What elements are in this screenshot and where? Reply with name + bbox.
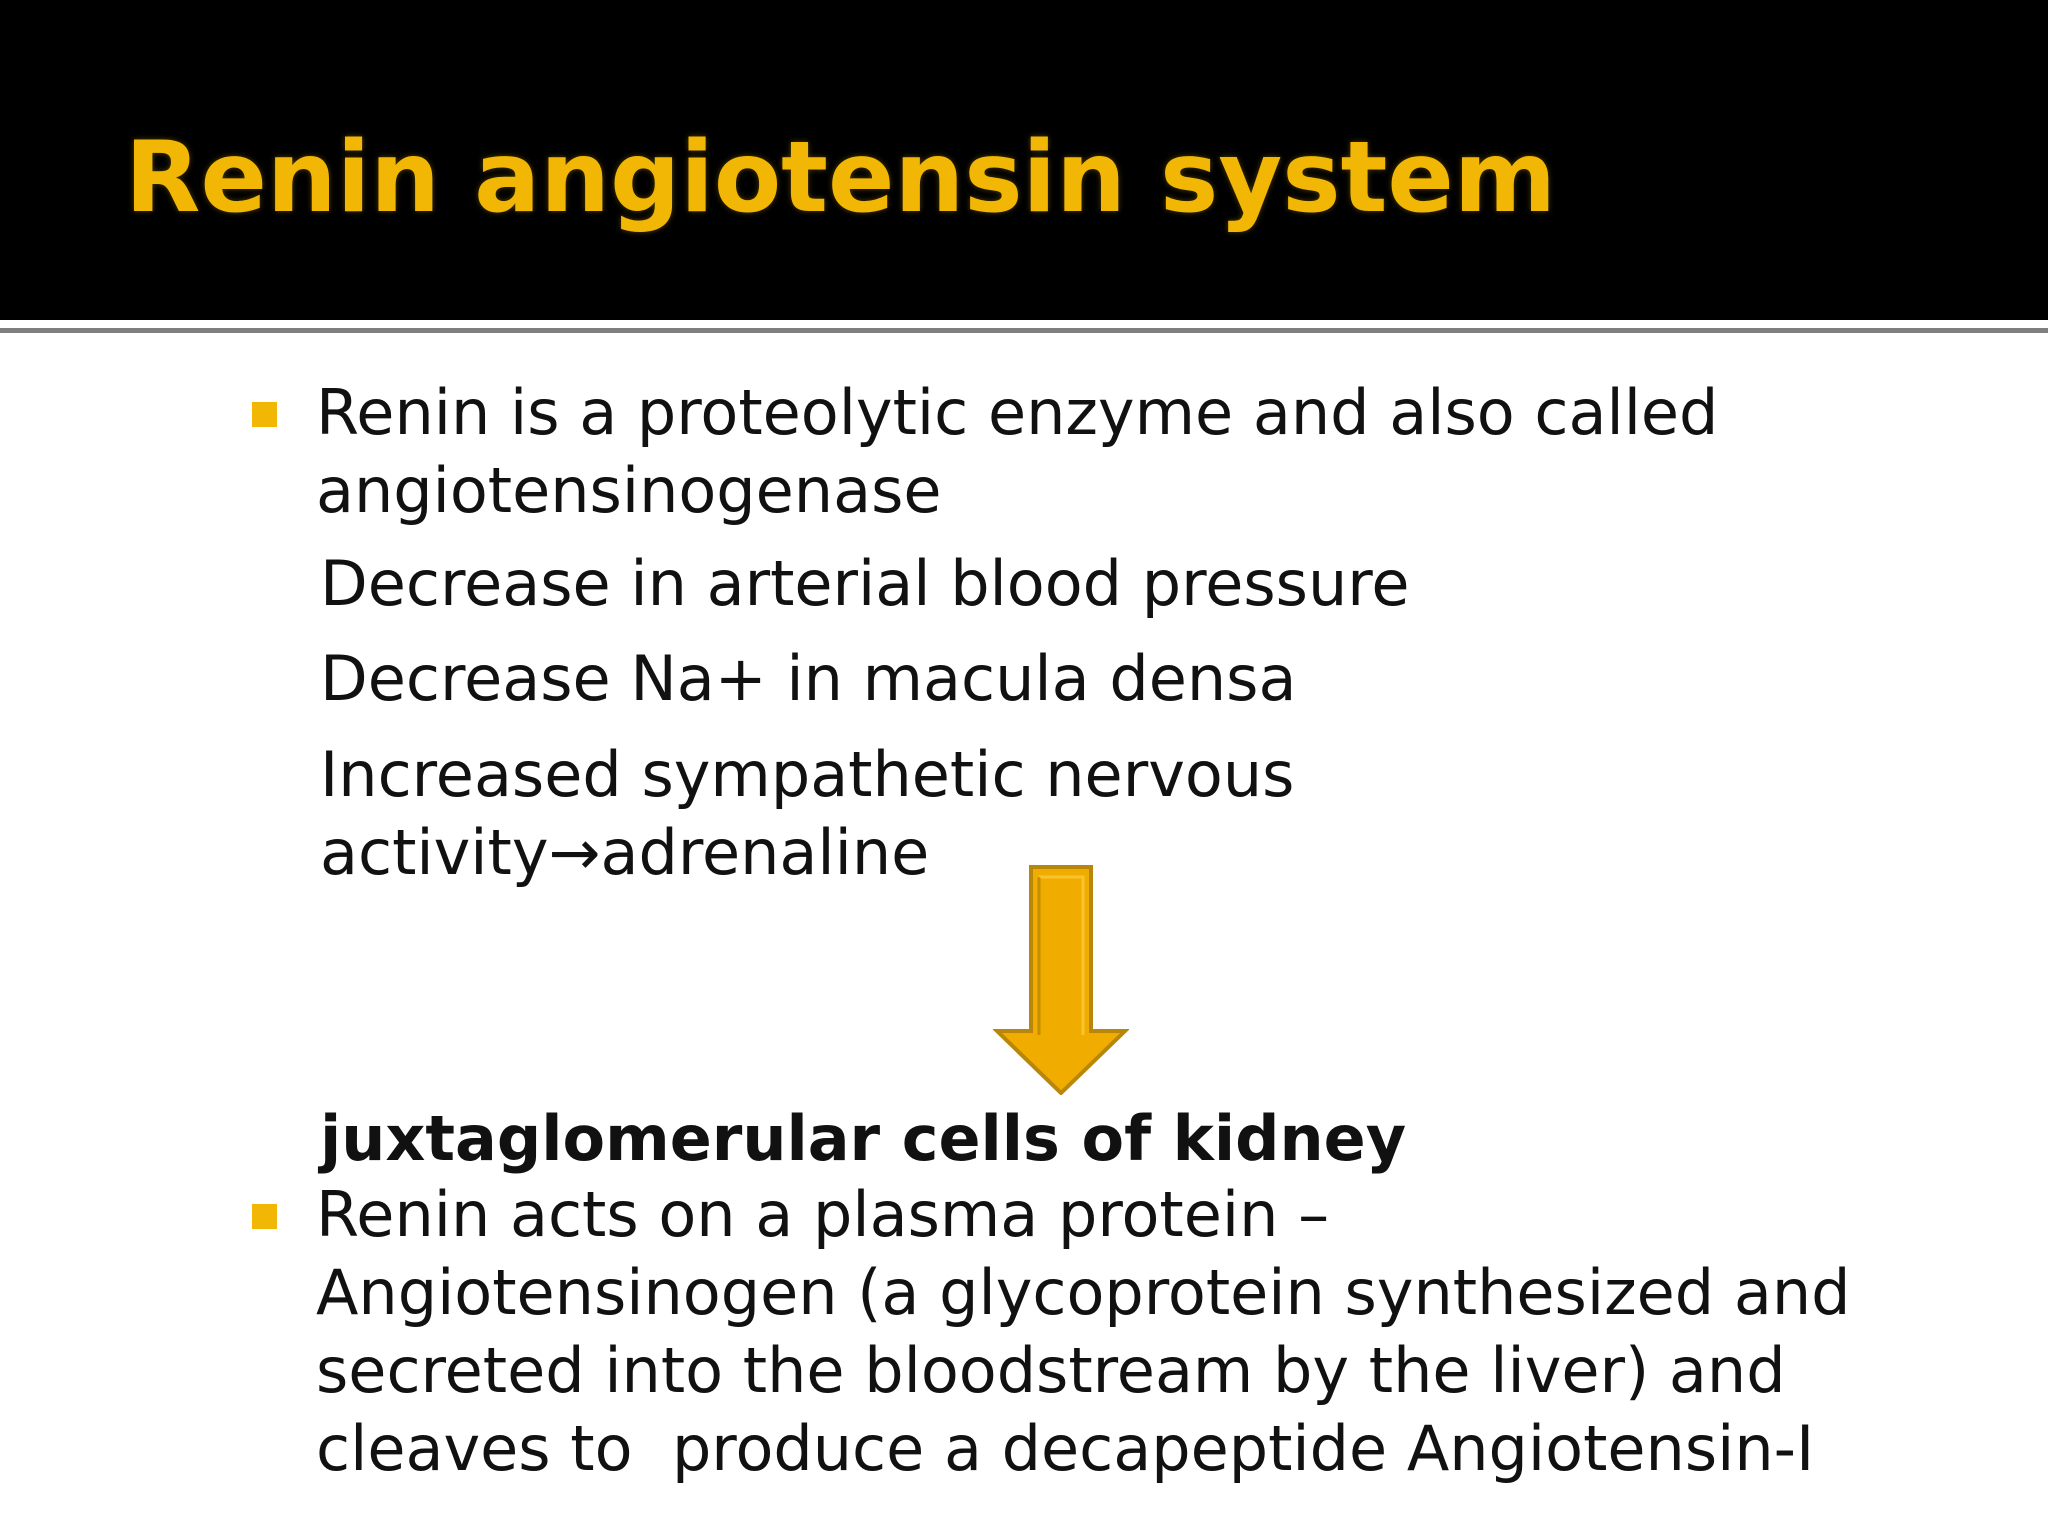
target-juxtaglomerular: juxtaglomerular cells of kidney [320,1102,1407,1175]
divider-white [0,320,2048,326]
right-arrow-icon: → [548,816,601,889]
sympathetic-line-2: activity→adrenaline [320,814,1294,892]
trigger-blood-pressure: Decrease in arterial blood pressure [320,547,1410,620]
renin-action-line-4: cleaves to produce a decapeptide Angiote… [316,1412,1815,1485]
renin-action-line-3: secreted into the bloodstream by the liv… [316,1334,1786,1407]
bullet-renin-definition: Renin is a proteolytic enzyme and also c… [316,374,1718,530]
title-bar: Renin angiotensin system [0,0,2048,320]
renin-action-line-2: Angiotensinogen (a glycoprotein synthesi… [316,1256,1851,1329]
down-arrow-icon [993,865,1129,1095]
bullet-renin-action: Renin acts on a plasma protein – Angiote… [316,1176,1850,1488]
sympathetic-line-1: Increased sympathetic nervous [320,738,1295,811]
sympathetic-activity: activity [320,816,549,889]
sympathetic-adrenaline: adrenaline [600,816,930,889]
divider-gray [0,328,2048,333]
bullet-renin-line-2: angiotensinogenase [316,454,942,527]
square-bullet-icon [252,1204,277,1229]
trigger-sympathetic: Increased sympathetic nervous activity→a… [320,736,1294,892]
slide-title: Renin angiotensin system [125,121,1557,235]
trigger-macula-densa: Decrease Na+ in macula densa [320,642,1297,715]
bullet-renin-line-1: Renin is a proteolytic enzyme and also c… [316,376,1719,449]
square-bullet-icon [252,402,277,427]
renin-action-line-1: Renin acts on a plasma protein – [316,1178,1330,1251]
